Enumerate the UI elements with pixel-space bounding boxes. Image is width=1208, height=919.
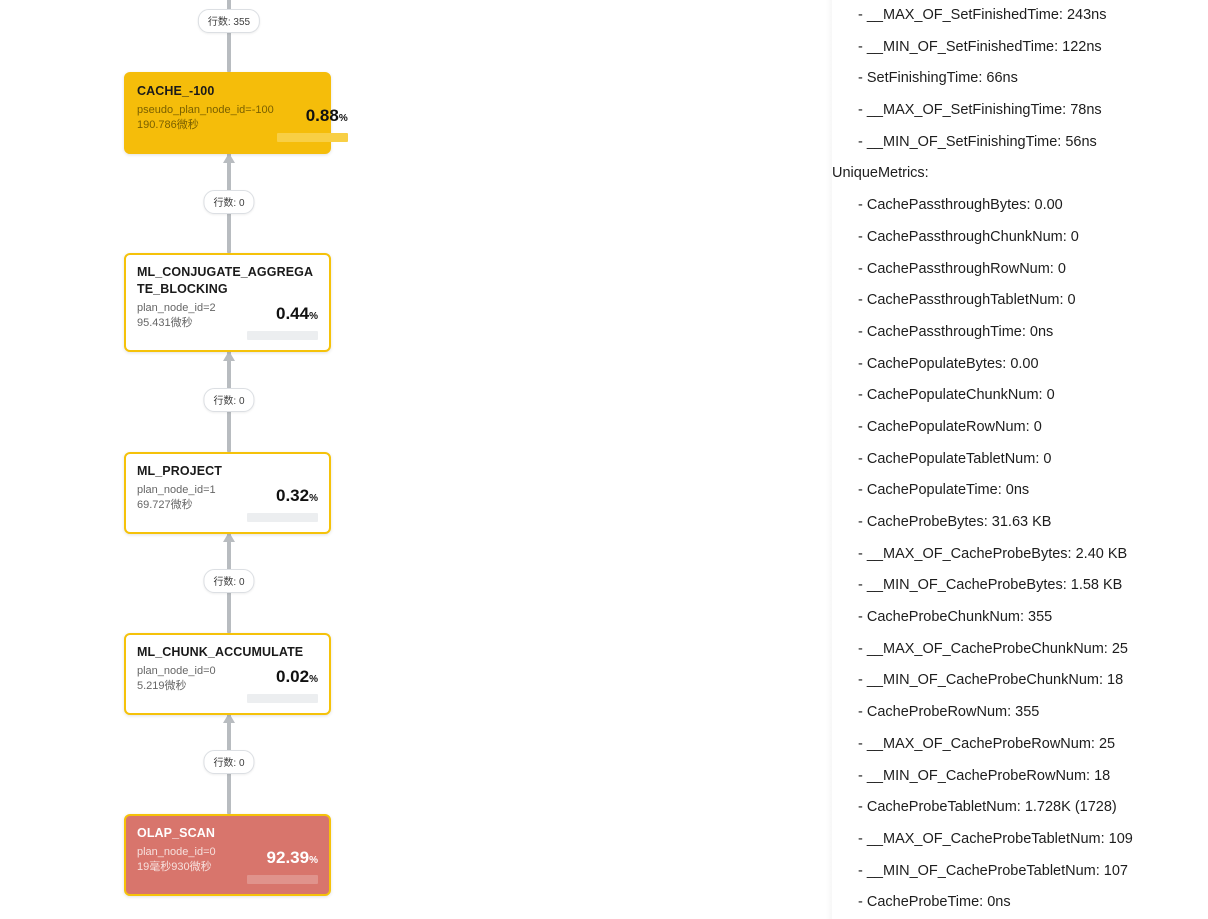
metric-item: - CachePassthroughRowNum: 0 [858, 260, 1066, 277]
edge-row-count-label: 行数: 0 [203, 569, 255, 593]
edge-row-count-label: 行数: 0 [203, 750, 255, 774]
plan-node-cost-value: 0.32 [276, 486, 310, 505]
plan-node-id-label: plan_node_id=1 [137, 484, 216, 496]
plan-node-cost-wrap: 0.88% [274, 103, 348, 142]
metric-item: - __MAX_OF_SetFinishedTime: 243ns [858, 7, 1107, 23]
plan-node-body: plan_node_id=0 5.219微秒 0.02% [137, 664, 318, 703]
plan-node-body: plan_node_id=1 69.727微秒 0.32% [137, 483, 318, 522]
plan-node-cost-percent: 0.88% [274, 107, 348, 128]
plan-node-cost-wrap: 0.02% [244, 664, 318, 703]
plan-node-cost-unit: % [309, 674, 318, 685]
metric-item: - SetFinishingTime: 66ns [858, 70, 1018, 87]
plan-node-cost-value: 0.02 [276, 667, 310, 686]
plan-node-cost-bar [276, 133, 348, 142]
plan-node-duration: 95.431微秒 [137, 317, 193, 329]
metrics-group-header: UniqueMetrics: [832, 165, 929, 182]
plan-node-body: plan_node_id=2 95.431微秒 0.44% [137, 301, 318, 340]
plan-node-meta: plan_node_id=2 95.431微秒 [137, 301, 216, 331]
plan-node-meta: plan_node_id=0 19毫秒930微秒 [137, 845, 216, 875]
metric-item: - CachePassthroughChunkNum: 0 [858, 228, 1079, 245]
metric-item: - CacheProbeRowNum: 355 [858, 704, 1040, 721]
metric-item: - CachePopulateTime: 0ns [858, 482, 1030, 499]
metric-item: - __MIN_OF_SetFinishedTime: 122ns [858, 38, 1102, 55]
edge-row-count-label: 行数: 355 [197, 9, 261, 33]
plan-node-duration: 69.727微秒 [137, 499, 193, 511]
plan-node-meta: plan_node_id=1 69.727微秒 [137, 483, 216, 513]
metric-item: - __MIN_OF_SetFinishingTime: 56ns [858, 133, 1097, 150]
graph-edge [227, 0, 231, 72]
plan-node-cost-bar [247, 513, 318, 522]
plan-node-card[interactable]: CACHE_-100 pseudo_plan_node_id=-100 190.78… [124, 72, 348, 154]
metric-item: - CacheProbeTabletNum: 1.728K (1728) [858, 799, 1117, 816]
plan-node-cost-bar [247, 875, 318, 884]
metric-item: - __MAX_OF_SetFinishingTime: 78ns [858, 102, 1102, 119]
node-metrics-panel[interactable]: - __MAX_OF_SetFinishedTime: 243ns - __MIN… [832, 0, 1208, 919]
plan-node-cost-value: 0.44 [276, 304, 310, 323]
plan-node-title: ML_PROJECT [137, 464, 223, 478]
metric-item: - CachePopulateBytes: 0.00 [858, 355, 1039, 372]
metric-item: - __MIN_OF_CacheProbeChunkNum: 18 [858, 672, 1124, 689]
metric-item: - __MIN_OF_CacheProbeTabletNum: 107 [858, 862, 1128, 879]
metric-item: - CachePopulateTabletNum: 0 [858, 450, 1052, 467]
metric-item: - __MIN_OF_CacheProbeRowNum: 18 [858, 767, 1111, 784]
plan-node-title: ML_CONJUGATE_AGGREGATE_BLOCKING [137, 265, 314, 296]
plan-node-title: OLAP_SCAN [137, 826, 215, 840]
metric-item: - CachePopulateChunkNum: 0 [858, 387, 1055, 404]
plan-node-id-label: plan_node_id=0 [137, 846, 216, 858]
plan-node-cost-percent: 0.44% [244, 305, 318, 326]
arrow-head-icon [223, 713, 235, 723]
plan-node-duration: 5.219微秒 [137, 680, 187, 692]
plan-node-cost-wrap: 0.44% [244, 301, 318, 340]
plan-node-body: plan_node_id=0 19毫秒930微秒 92.39% [137, 845, 318, 884]
plan-node-cost-unit: % [309, 493, 318, 504]
metric-item: - CachePassthroughTime: 0ns [858, 323, 1054, 340]
plan-node-body: pseudo_plan_node_id=-100 190.786微秒 0.88% [137, 103, 348, 142]
plan-node-cost-bar [247, 331, 318, 340]
metric-item: - __MAX_OF_CacheProbeBytes: 2.40 KB [858, 545, 1128, 562]
plan-node-cost-wrap: 92.39% [244, 845, 318, 884]
plan-node-card[interactable]: ML_CONJUGATE_AGGREGATE_BLOCKING plan_node… [124, 253, 331, 352]
metrics-list: - __MAX_OF_SetFinishedTime: 243ns - __MIN… [832, 0, 1208, 919]
plan-node-cost-percent: 92.39% [244, 849, 318, 870]
metric-item: - CachePassthroughTabletNum: 0 [858, 292, 1076, 309]
arrow-head-icon [223, 532, 235, 542]
metric-item: - CacheProbeBytes: 31.63 KB [858, 514, 1052, 530]
metric-item: - __MAX_OF_CacheProbeTabletNum: 109 [858, 830, 1133, 847]
edge-line [227, 0, 231, 72]
plan-node-duration: 190.786微秒 [137, 119, 199, 131]
edge-row-count-label: 行数: 0 [203, 190, 255, 214]
plan-node-cost-value: 0.88 [305, 106, 339, 125]
plan-node-cost-wrap: 0.32% [244, 483, 318, 522]
arrow-head-icon [223, 351, 235, 361]
plan-node-id-label: plan_node_id=2 [137, 302, 216, 314]
plan-node-cost-percent: 0.02% [244, 668, 318, 689]
metric-item: - __MIN_OF_CacheProbeBytes: 1.58 KB [858, 577, 1123, 594]
metric-item: - __MAX_OF_CacheProbeChunkNum: 25 [858, 640, 1128, 657]
plan-node-meta: pseudo_plan_node_id=-100 190.786微秒 [137, 103, 274, 133]
metric-item: - CacheProbeChunkNum: 355 [858, 609, 1053, 626]
plan-node-card[interactable]: ML_PROJECT plan_node_id=1 69.727微秒 0.32% [124, 452, 331, 534]
metric-item: - CachePassthroughBytes: 0.00 [858, 197, 1063, 214]
plan-node-duration: 19毫秒930微秒 [137, 861, 212, 873]
plan-node-meta: plan_node_id=0 5.219微秒 [137, 664, 216, 694]
plan-node-cost-bar [247, 694, 318, 703]
plan-node-id-label: pseudo_plan_node_id=-100 [137, 104, 274, 116]
plan-node-card[interactable]: ML_CHUNK_ACCUMULATE plan_node_id=0 5.219微秒… [124, 633, 331, 715]
plan-node-cost-percent: 0.32% [244, 487, 318, 508]
plan-node-id-label: plan_node_id=0 [137, 665, 216, 677]
plan-node-cost-unit: % [309, 311, 318, 322]
plan-node-cost-unit: % [338, 113, 348, 124]
plan-node-cost-value: 92.39 [266, 848, 310, 867]
metric-item: - CacheProbeTime: 0ns [858, 894, 1011, 911]
metric-item: - CachePopulateRowNum: 0 [858, 418, 1042, 435]
arrow-head-icon [223, 153, 235, 163]
plan-node-cost-unit: % [309, 855, 318, 866]
edge-row-count-label: 行数: 0 [203, 388, 255, 412]
plan-node-title: CACHE_-100 [137, 84, 215, 98]
metric-item: - __MAX_OF_CacheProbeRowNum: 25 [858, 735, 1116, 752]
plan-node-card[interactable]: OLAP_SCAN plan_node_id=0 19毫秒930微秒 92.39% [124, 814, 331, 896]
plan-node-title: ML_CHUNK_ACCUMULATE [137, 645, 304, 659]
